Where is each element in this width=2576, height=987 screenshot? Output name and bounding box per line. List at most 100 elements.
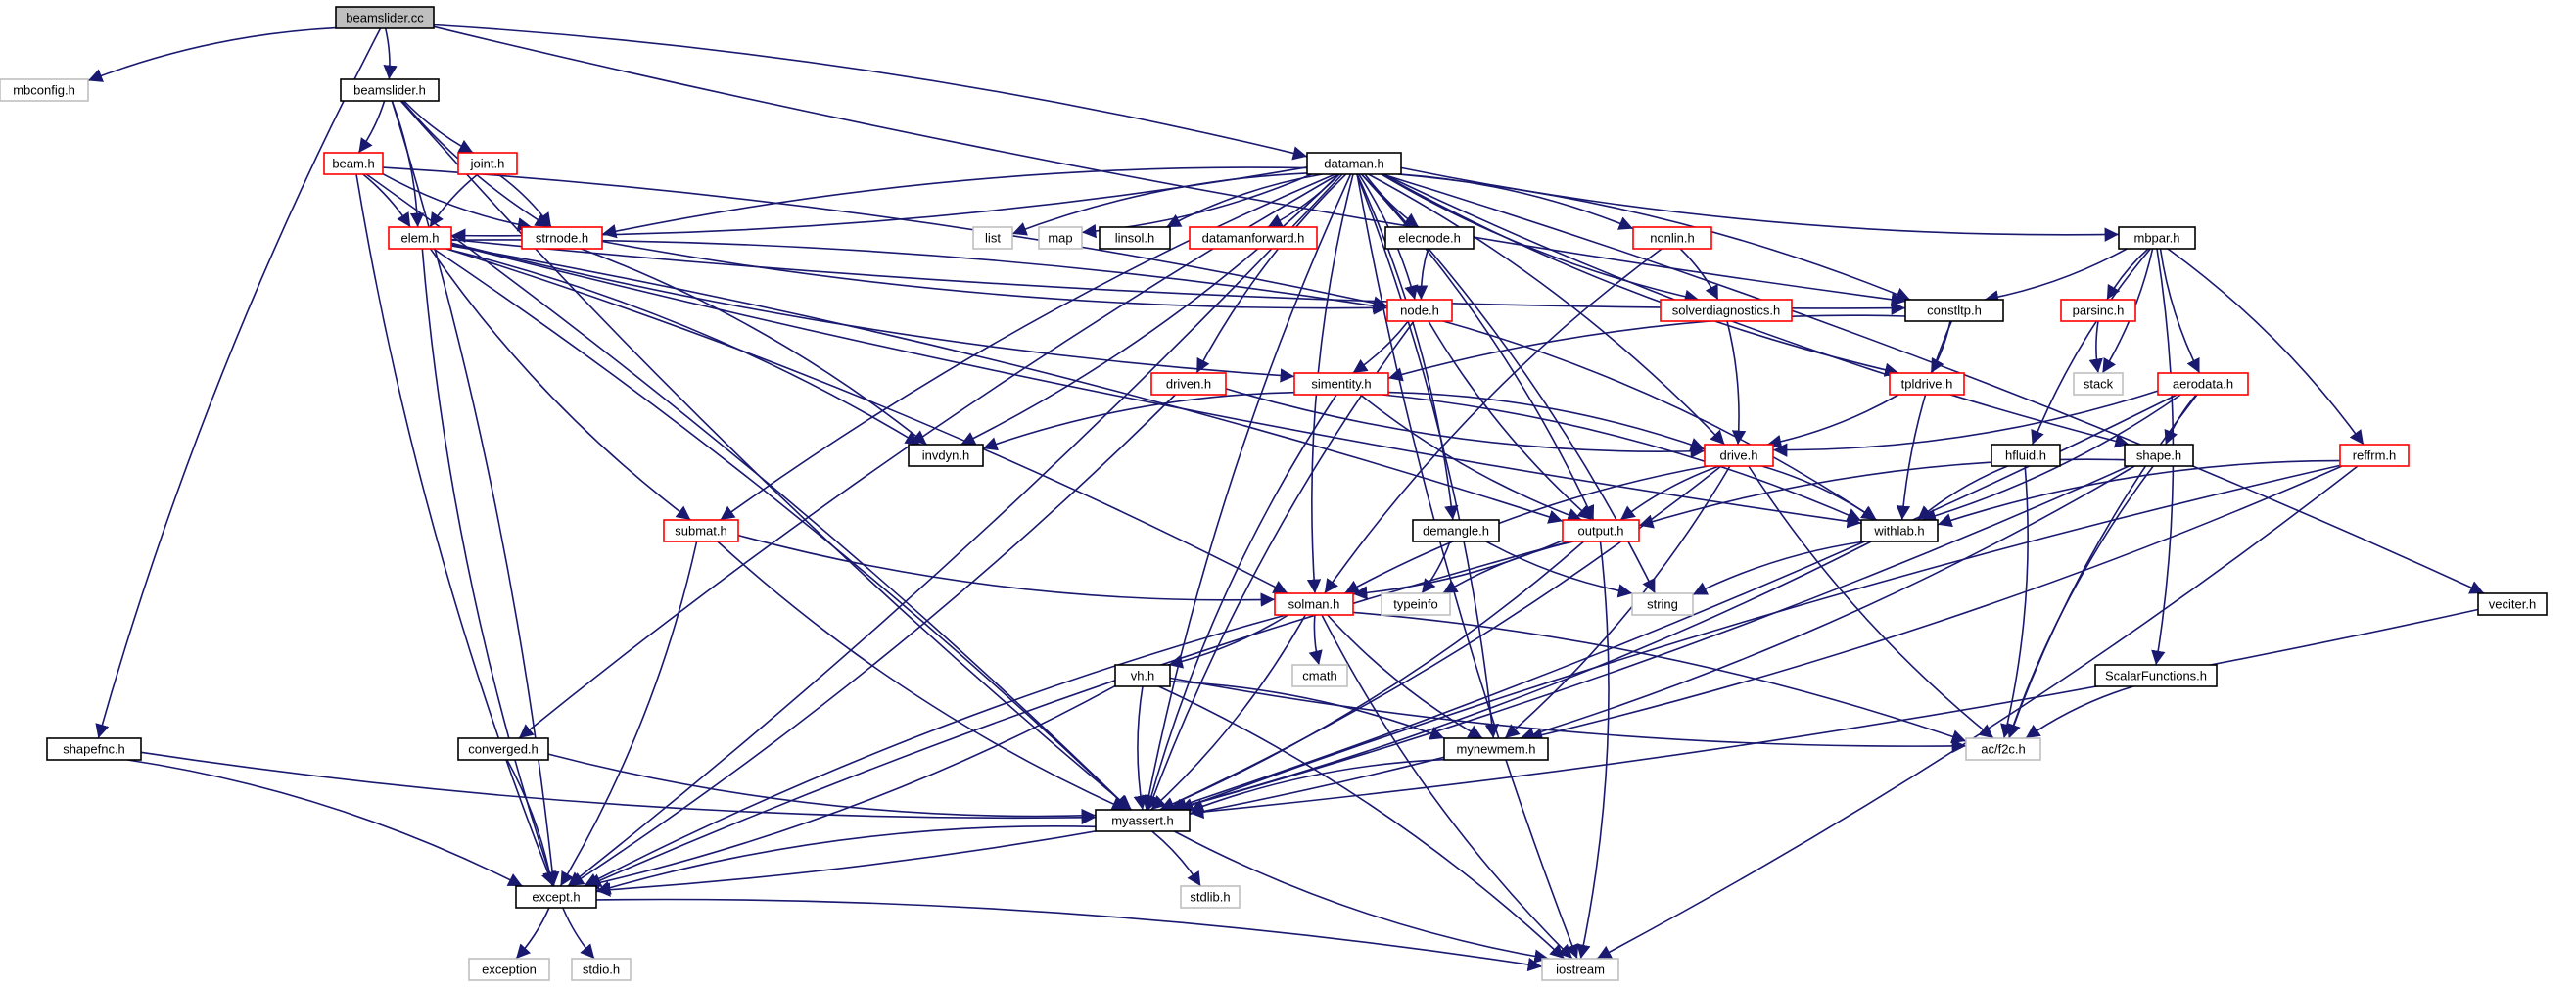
node-label: map xyxy=(1048,231,1072,246)
node-box xyxy=(388,226,452,250)
node-label: tpldrive.h xyxy=(1901,377,1953,392)
node-mbpar[interactable]: mbpar.h xyxy=(2118,226,2196,250)
node-drive[interactable]: drive.h xyxy=(1704,444,1774,467)
node-box xyxy=(1631,592,1694,616)
node-dataman[interactable]: dataman.h xyxy=(1306,152,1402,175)
node-box xyxy=(1180,885,1241,909)
edge-output-to-except xyxy=(586,540,1570,887)
edge-joint-to-strnode xyxy=(497,173,552,228)
node-exception: exception xyxy=(468,958,550,981)
edge-except-to-exception xyxy=(515,907,550,960)
edge-beam-to-except xyxy=(355,173,555,887)
node-driven[interactable]: driven.h xyxy=(1150,372,1227,396)
node-linsol[interactable]: linsol.h xyxy=(1099,226,1171,250)
node-mynewmem[interactable]: mynewmem.h xyxy=(1443,737,1549,761)
node-demangle[interactable]: demangle.h xyxy=(1412,519,1500,542)
node-label: withlab.h xyxy=(1873,524,1924,539)
node-box xyxy=(1541,958,1619,981)
edge-myassert-to-except xyxy=(595,824,1097,895)
edge-simentity-to-invdyn xyxy=(982,391,1295,451)
node-box xyxy=(1095,809,1191,832)
node-label: solverdiagnostics.h xyxy=(1672,304,1781,318)
node-label: submat.h xyxy=(675,524,726,539)
edge-dataman-to-elem xyxy=(450,166,1308,243)
edge-dataman-to-linsol xyxy=(1166,173,1323,228)
edge-simentity-to-myassert xyxy=(1144,394,1337,811)
node-tpldrive[interactable]: tpldrive.h xyxy=(1889,372,1965,396)
node-box xyxy=(1860,519,1939,542)
node-strnode[interactable]: strnode.h xyxy=(521,226,603,250)
edge-aerodata-to-withlab xyxy=(1921,394,2181,523)
node-box xyxy=(1384,226,1475,250)
node-shape[interactable]: shape.h xyxy=(2124,444,2194,467)
node-node[interactable]: node.h xyxy=(1386,299,1453,322)
edge-elem-to-withlab xyxy=(450,243,1862,529)
node-myassert[interactable]: myassert.h xyxy=(1095,809,1191,832)
node-label: shape.h xyxy=(2136,448,2181,463)
node-constltp[interactable]: constltp.h xyxy=(1904,299,2004,322)
edge-beamslider_h-to-beam xyxy=(357,100,386,154)
node-veciter[interactable]: veciter.h xyxy=(2477,592,2548,616)
node-vh[interactable]: vh.h xyxy=(1114,664,1171,687)
node-nonlin[interactable]: nonlin.h xyxy=(1632,226,1712,250)
node-box xyxy=(457,737,549,761)
node-label: beamslider.h xyxy=(353,83,426,98)
edge-dataman-to-mynewmem xyxy=(1355,173,1499,739)
node-box xyxy=(2157,372,2249,396)
node-label: nonlin.h xyxy=(1650,231,1695,246)
node-label: shapefnc.h xyxy=(63,742,125,757)
node-label: output.h xyxy=(1578,524,1624,539)
edge-parsinc-to-stack xyxy=(2088,320,2103,374)
edge-reffrm-to-myassert xyxy=(1178,464,2341,812)
node-simentity[interactable]: simentity.h xyxy=(1293,372,1389,396)
edge-node-to-simentity xyxy=(1352,320,1409,374)
node-elem[interactable]: elem.h xyxy=(388,226,452,250)
edge-drive-to-solman xyxy=(1344,465,1709,594)
node-output[interactable]: output.h xyxy=(1562,519,1640,542)
node-solman[interactable]: solman.h xyxy=(1274,592,1354,616)
node-shapefnc[interactable]: shapefnc.h xyxy=(46,737,142,761)
edge-elecnode-to-node xyxy=(1413,248,1429,301)
node-invdyn[interactable]: invdyn.h xyxy=(908,444,984,467)
node-joint[interactable]: joint.h xyxy=(457,152,518,175)
node-withlab[interactable]: withlab.h xyxy=(1860,519,1939,542)
node-list: list xyxy=(972,226,1013,250)
edge-submat-to-except xyxy=(559,540,698,887)
edge-node-to-output xyxy=(1428,320,1593,521)
node-label: reffrm.h xyxy=(2353,448,2397,463)
node-box xyxy=(1443,737,1549,761)
node-hfluid[interactable]: hfluid.h xyxy=(1991,444,2061,467)
edge-dataman-to-shape xyxy=(1382,173,2130,448)
edge-constltp-to-simentity xyxy=(1387,314,1906,382)
node-typeinfo: typeinfo xyxy=(1381,592,1451,616)
node-box xyxy=(1274,592,1354,616)
node-converged[interactable]: converged.h xyxy=(457,737,549,761)
node-box xyxy=(1562,519,1640,542)
node-parsinc[interactable]: parsinc.h xyxy=(2060,299,2136,322)
node-solverdiagnostics[interactable]: solverdiagnostics.h xyxy=(1660,299,1793,322)
edge-simentity-to-withlab xyxy=(1382,394,1862,522)
edge-beamslider_cc-to-beamslider_h xyxy=(383,27,398,80)
node-box xyxy=(1904,299,2004,322)
node-aerodata[interactable]: aerodata.h xyxy=(2157,372,2249,396)
node-reffrm[interactable]: reffrm.h xyxy=(2339,444,2410,467)
node-label: mbconfig.h xyxy=(13,83,75,98)
edge-shapefnc-to-myassert xyxy=(140,751,1097,825)
edge-solman-to-iostream xyxy=(1321,614,1573,960)
node-beamslider_h[interactable]: beamslider.h xyxy=(340,78,440,102)
node-box xyxy=(1189,226,1318,250)
edge-dataman-to-myassert xyxy=(1142,173,1352,811)
node-label: demangle.h xyxy=(1423,524,1489,539)
edge-except-to-stdio xyxy=(562,907,595,960)
node-box xyxy=(340,78,440,102)
node-beam[interactable]: beam.h xyxy=(323,152,384,175)
node-except[interactable]: except.h xyxy=(515,885,597,909)
node-datamanforward[interactable]: datamanforward.h xyxy=(1189,226,1318,250)
node-string: string xyxy=(1631,592,1694,616)
edge-vh-to-myassert xyxy=(1133,685,1147,811)
node-scalarfunctions[interactable]: ScalarFunctions.h xyxy=(2094,664,2218,687)
node-submat[interactable]: submat.h xyxy=(663,519,739,542)
edge-solverdiagnostics-to-drive xyxy=(1726,320,1747,446)
edge-demangle-to-typeinfo xyxy=(1421,540,1451,594)
node-elecnode[interactable]: elecnode.h xyxy=(1384,226,1475,250)
